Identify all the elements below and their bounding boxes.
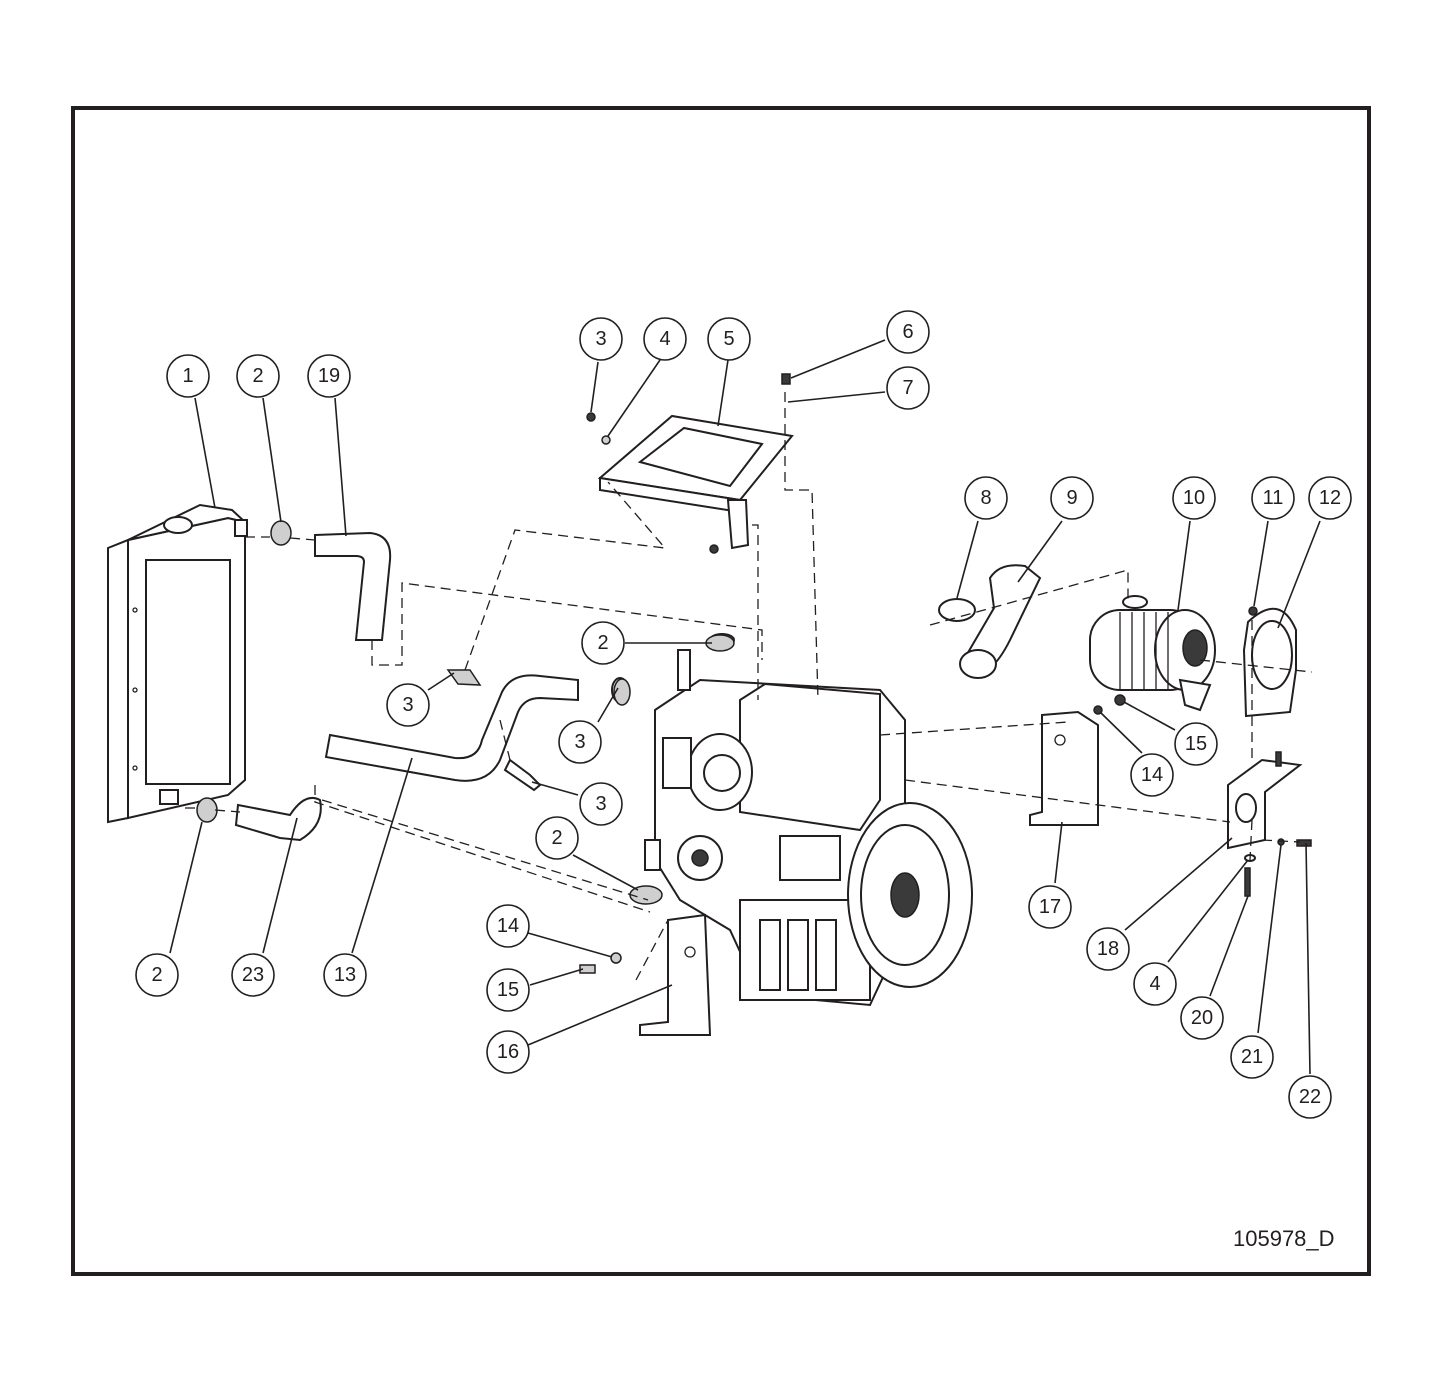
callout-label: 2 bbox=[151, 964, 162, 986]
lower-radiator-hose bbox=[234, 796, 322, 842]
callout-label: 20 bbox=[1191, 1007, 1213, 1029]
hose-clamp bbox=[196, 797, 218, 823]
hose-clamp bbox=[446, 669, 482, 686]
callout-label: 18 bbox=[1097, 938, 1119, 960]
callout-label: 6 bbox=[902, 321, 913, 343]
hose-clamp bbox=[270, 520, 292, 546]
callout-3: 3 bbox=[558, 720, 602, 764]
callout-23: 23 bbox=[231, 953, 275, 997]
callout-14: 14 bbox=[486, 904, 530, 948]
callout-label: 4 bbox=[659, 328, 670, 350]
callout-2: 2 bbox=[535, 816, 579, 860]
callout-4: 4 bbox=[643, 317, 687, 361]
callout-2: 2 bbox=[236, 354, 280, 398]
bolt bbox=[579, 964, 596, 974]
callout-label: 1 bbox=[182, 365, 193, 387]
callout-label: 2 bbox=[551, 827, 562, 849]
drawing-number: 105978_D bbox=[1233, 1226, 1335, 1251]
callout-3: 3 bbox=[386, 683, 430, 727]
callout-label: 23 bbox=[242, 964, 264, 986]
callout-label: 3 bbox=[595, 793, 606, 815]
callout-label: 19 bbox=[318, 365, 340, 387]
callout-label: 21 bbox=[1241, 1046, 1263, 1068]
callout-17: 17 bbox=[1028, 885, 1072, 929]
air-cleaner-mounting-band bbox=[1242, 606, 1297, 718]
callout-19: 19 bbox=[307, 354, 351, 398]
callout-label: 12 bbox=[1319, 487, 1341, 509]
callout-9: 9 bbox=[1050, 476, 1094, 520]
callout-3: 3 bbox=[579, 782, 623, 826]
callout-label: 13 bbox=[334, 964, 356, 986]
callout-label: 3 bbox=[595, 328, 606, 350]
radiator bbox=[107, 503, 249, 824]
engine-mount-bracket-18 bbox=[1227, 751, 1312, 897]
callout-1: 1 bbox=[166, 354, 210, 398]
callout-label: 14 bbox=[1141, 764, 1163, 786]
callout-label: 5 bbox=[723, 328, 734, 350]
callout-10: 10 bbox=[1172, 476, 1216, 520]
callout-label: 9 bbox=[1066, 487, 1077, 509]
callout-14: 14 bbox=[1130, 753, 1174, 797]
callout-5: 5 bbox=[707, 317, 751, 361]
callout-2: 2 bbox=[135, 953, 179, 997]
callout-13: 13 bbox=[323, 953, 367, 997]
callout-label: 2 bbox=[597, 632, 608, 654]
hose-clamp bbox=[938, 598, 976, 622]
bypass-hose bbox=[324, 674, 579, 782]
callout-label: 16 bbox=[497, 1041, 519, 1063]
hose-clamp bbox=[503, 758, 542, 792]
callout-20: 20 bbox=[1180, 996, 1224, 1040]
callout-2: 2 bbox=[581, 621, 625, 665]
leader-lines bbox=[169, 339, 1321, 1075]
callout-22: 22 bbox=[1288, 1075, 1332, 1119]
callout-16: 16 bbox=[486, 1030, 530, 1074]
callout-6: 6 bbox=[886, 310, 930, 354]
callout-label: 17 bbox=[1039, 896, 1061, 918]
callout-label: 8 bbox=[980, 487, 991, 509]
callout-12: 12 bbox=[1308, 476, 1352, 520]
callout-11: 11 bbox=[1251, 476, 1295, 520]
callout-label: 14 bbox=[497, 915, 519, 937]
air-cleaner bbox=[1089, 595, 1216, 712]
callout-8: 8 bbox=[964, 476, 1008, 520]
callout-label: 2 bbox=[252, 365, 263, 387]
engine-mount-bracket-16 bbox=[639, 913, 712, 1036]
engine-block bbox=[611, 633, 973, 1007]
callout-18: 18 bbox=[1086, 927, 1130, 971]
callout-label: 7 bbox=[902, 377, 913, 399]
callout-15: 15 bbox=[1174, 722, 1218, 766]
callout-label: 15 bbox=[1185, 733, 1207, 755]
callout-3: 3 bbox=[579, 317, 623, 361]
engine-mount-bracket-17 bbox=[1029, 694, 1126, 826]
heat-shield bbox=[586, 373, 794, 554]
callout-4: 4 bbox=[1133, 962, 1177, 1006]
drawing-frame bbox=[71, 106, 1371, 1276]
callout-label: 3 bbox=[574, 731, 585, 753]
callout-15: 15 bbox=[486, 968, 530, 1012]
callout-label: 22 bbox=[1299, 1086, 1321, 1108]
callout-label: 15 bbox=[497, 979, 519, 1001]
hose-clamp bbox=[613, 678, 631, 706]
upper-radiator-hose bbox=[314, 531, 392, 641]
nut bbox=[610, 952, 622, 964]
callout-label: 3 bbox=[402, 694, 413, 716]
callout-7: 7 bbox=[886, 366, 930, 410]
callout-label: 11 bbox=[1263, 487, 1284, 509]
callout-label: 4 bbox=[1149, 973, 1160, 995]
callout-21: 21 bbox=[1230, 1035, 1274, 1079]
callout-label: 10 bbox=[1183, 487, 1205, 509]
